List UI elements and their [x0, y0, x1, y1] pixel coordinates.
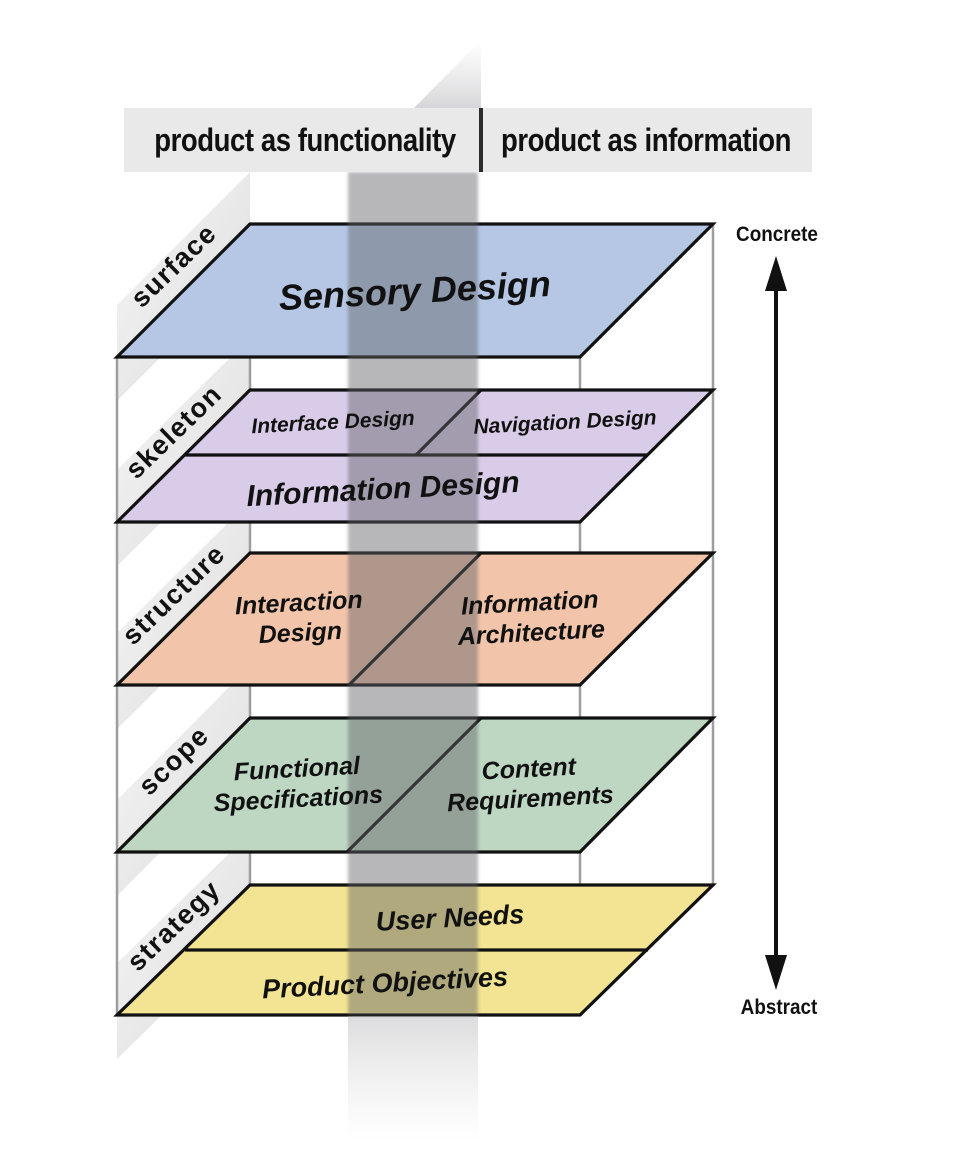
arrowhead-up: [765, 256, 787, 291]
divider-plane-top: [414, 40, 481, 108]
divider-plane-bottom: [348, 1016, 478, 1141]
axis-top-label: Concrete: [736, 223, 818, 246]
header-left-label: product as functionality: [154, 123, 456, 158]
double-arrow-icon: [765, 256, 787, 990]
structure-left-line1: Interaction: [234, 586, 363, 621]
scope-right-line1: Content: [481, 752, 578, 785]
header-right-label: product as information: [501, 123, 791, 158]
axis-bottom-label: Abstract: [741, 996, 818, 1019]
header-band: product as functionality product as info…: [124, 108, 812, 172]
header-divider: [479, 108, 483, 172]
structure-cell-interaction-design: Interaction Design: [234, 586, 363, 649]
concrete-abstract-axis: Concrete Abstract: [736, 223, 818, 1019]
scope-cell-functional-specifications: Functional Specifications: [213, 752, 384, 818]
arrowhead-down: [765, 955, 787, 990]
structure-cell-information-architecture: Information Architecture: [456, 585, 606, 650]
header-background: [124, 108, 812, 172]
structure-left-line2: Design: [258, 617, 343, 649]
scope-left-line1: Functional: [233, 752, 362, 787]
divider-plane-band: [348, 172, 478, 1015]
